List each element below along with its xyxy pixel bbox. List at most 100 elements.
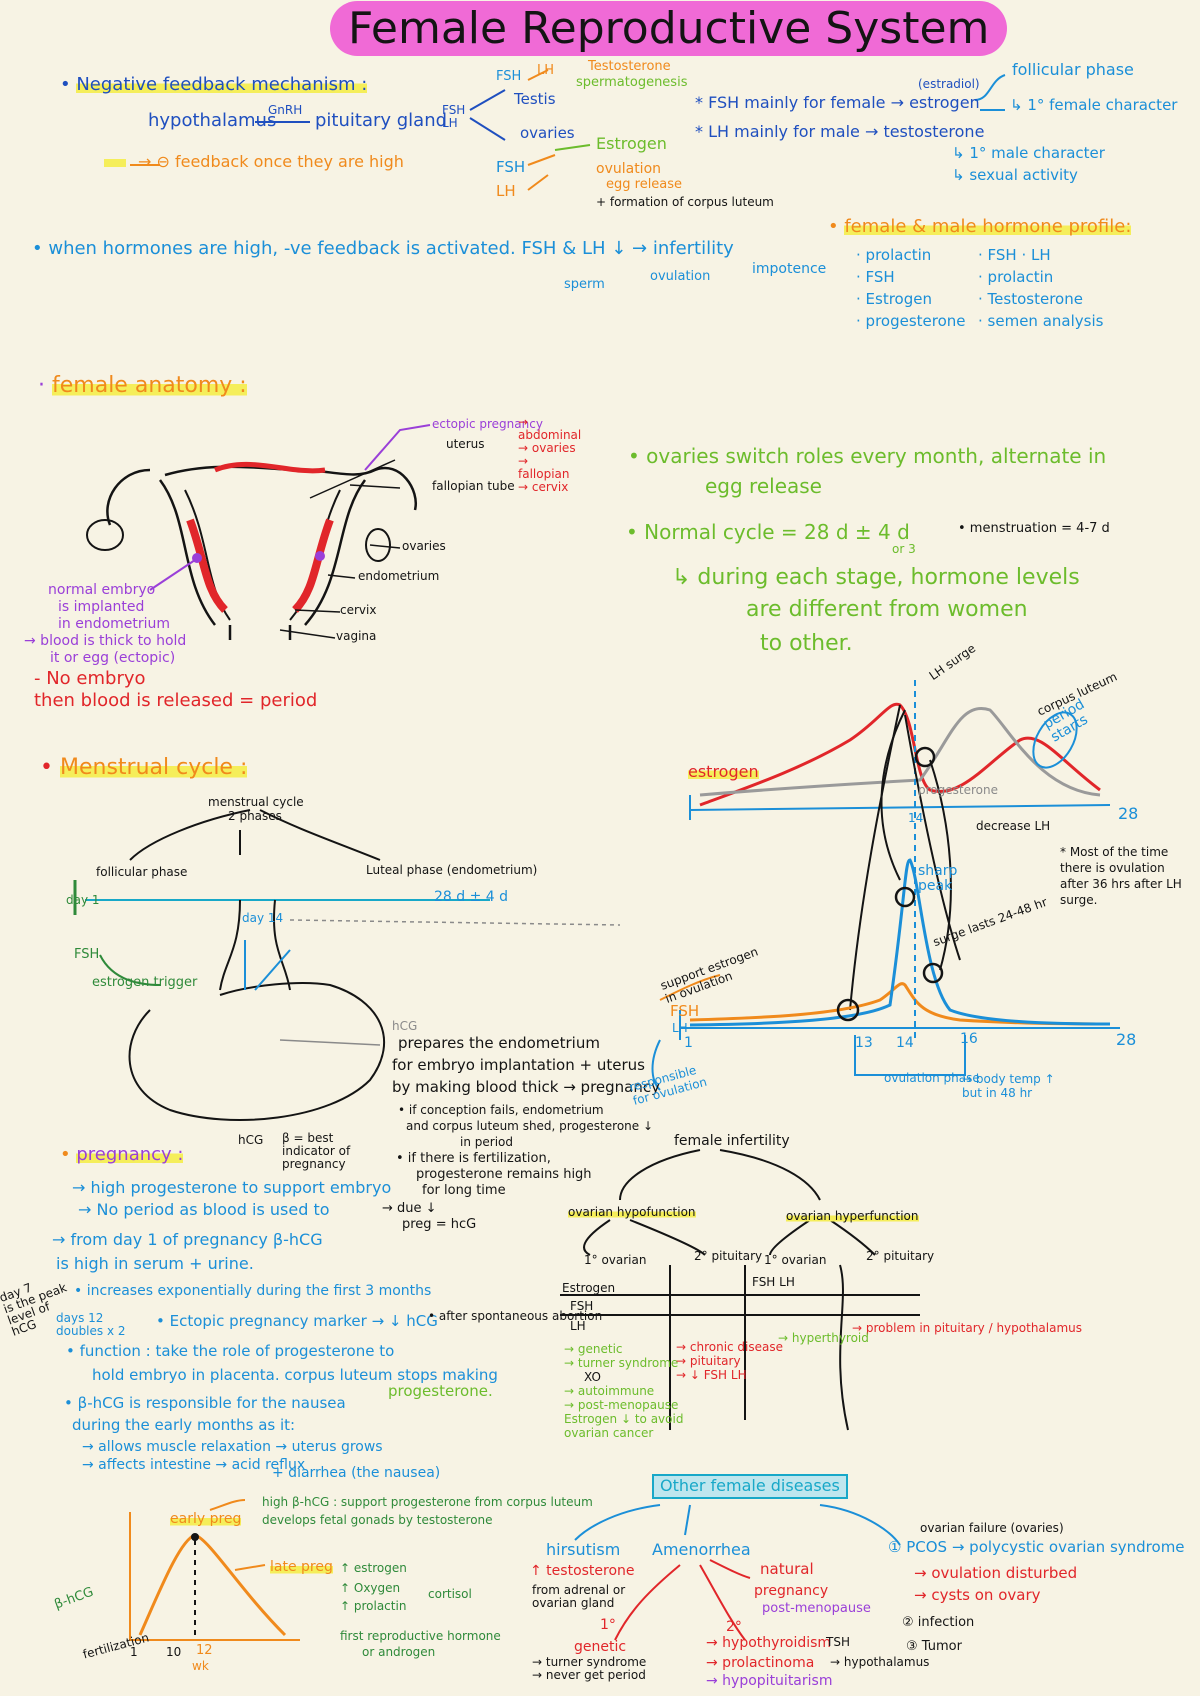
side-note2-line: doubles x 2 <box>56 1324 126 1338</box>
chart-d16: 16 <box>960 1031 978 1047</box>
fsh-female-note: * FSH mainly for female → estrogen <box>695 93 980 112</box>
cycle-fails-line3: in period <box>460 1135 513 1149</box>
genetic-sub-line: → turner syndrome <box>532 1655 647 1669</box>
other-primary: 1° <box>600 1617 616 1633</box>
normal-embryo-line: → blood is thick to hold <box>24 633 187 649</box>
hormone-chart-top <box>689 680 1111 1011</box>
no-embryo-note: - No embryo then blood is released = per… <box>34 668 317 712</box>
cycle-estrogen-trigger: estrogen trigger <box>92 975 198 990</box>
pregnancy-side-note2: days 12 doubles x 2 <box>56 1312 126 1338</box>
hcg-gonads-note: develops fetal gonads by testosterone <box>262 1513 493 1527</box>
pregnancy-no-period: → No period as blood is used to <box>78 1200 330 1219</box>
infertility-right-text: ovarian hyperfunction <box>786 1209 919 1223</box>
profile-male-item-text: semen analysis <box>987 312 1104 330</box>
other-pregnancy: pregnancy <box>754 1583 829 1599</box>
chart-d14: 14 <box>896 1035 914 1051</box>
testis-lh-label: LH <box>537 63 555 78</box>
hormones-high-text: when hormones are high, -ve feedback is … <box>48 238 734 259</box>
pregnancy-progesterone: progesterone. <box>388 1382 493 1400</box>
genetic-sub-line: → never get period <box>532 1668 646 1682</box>
arrow-to-testis <box>469 89 506 111</box>
ectopic-sub-label: → abdominal → ovaries → fallopian → cerv… <box>518 415 582 494</box>
cycle-follicular-label: follicular phase <box>96 865 188 879</box>
infertility-col: 2° pituitary <box>866 1249 935 1263</box>
col1-note: → genetic <box>564 1342 623 1356</box>
hcg-prolactin-note: ↑ prolactin <box>340 1599 407 1613</box>
profile-female-item-text: progesterone <box>865 312 966 330</box>
infertility-left: ovarian hypofunction <box>568 1205 696 1219</box>
cycle-luteal-label: Luteal phase (endometrium) <box>366 863 538 877</box>
col2-note: → pituitary <box>676 1354 741 1368</box>
fsh-lh-label: FSH LH <box>442 103 466 130</box>
profile-female-item-text: FSH <box>865 268 895 286</box>
other-infection: ② infection <box>902 1615 975 1630</box>
hormone-chart-bottom <box>651 746 1120 1091</box>
infertility-col: 1° ovarian <box>764 1253 827 1267</box>
pregnancy-hcg: hCG <box>238 1133 264 1147</box>
infertility-col: 2° pituitary <box>694 1249 763 1263</box>
chart-progesterone-label: progesterone <box>918 783 998 797</box>
female-char-note: ↳ 1° female character <box>1010 96 1178 114</box>
profile-male-item: · FSH · LH <box>978 246 1051 264</box>
hcg-cortisol-note: cortisol <box>428 1587 472 1601</box>
vagina-label: vagina <box>336 629 377 643</box>
other-post-menopause: post-menopause <box>762 1601 871 1616</box>
testo-sub-line: ovarian gland <box>532 1596 615 1610</box>
col1-note: Estrogen ↓ to avoid <box>564 1412 684 1426</box>
hcg-estrogen-note: ↑ estrogen <box>340 1561 407 1575</box>
infertility-col: 1° ovarian <box>584 1253 647 1267</box>
infertility-pituitary-note: → problem in pituitary / hypothalamus <box>852 1321 1083 1335</box>
other-hypopit: → hypopituitarism <box>706 1673 833 1689</box>
infertility-row: FSH <box>570 1299 594 1313</box>
fallopian-label: fallopian tube <box>432 479 515 493</box>
spermatogenesis-label: spermatogenesis <box>576 75 688 90</box>
side-note2-line: days 12 <box>56 1311 104 1325</box>
pregnancy-diarrhea: + diarrhea (the nausea) <box>272 1465 441 1481</box>
chart-estrogen-label: estrogen <box>688 762 759 781</box>
profile-female-item-text: Estrogen <box>865 290 932 308</box>
profile-female-item: · prolactin <box>856 246 932 264</box>
cycle-fsh-label: FSH <box>74 947 100 962</box>
cycle-embryo-line1: for embryo implantation + uterus <box>392 1056 645 1074</box>
profile-female-item: · FSH <box>856 268 895 286</box>
hcg-tick: 12 <box>196 1643 213 1658</box>
cycle-top-label: menstrual cycle <box>208 795 304 809</box>
lh-male-note: * LH mainly for male → testosterone <box>695 122 985 141</box>
cycle-fert-line4: → due ↓ <box>382 1201 437 1216</box>
cycle-prog-note: prepares the endometrium <box>398 1034 600 1052</box>
cycle-diagram <box>73 809 621 1121</box>
endometrium-label: endometrium <box>358 569 440 583</box>
other-genetic: genetic <box>574 1639 627 1655</box>
ovaries-note-line4: ↳ during each stage, hormone levels <box>672 565 1080 590</box>
other-cysts: → cysts on ovary <box>914 1586 1041 1604</box>
ovaries-note-line5: are different from women <box>746 597 1028 622</box>
female-char-text: 1° female character <box>1027 96 1178 114</box>
chart-d1: 1 <box>684 1035 693 1051</box>
hcg-oxygen-note: ↑ Oxygen <box>340 1581 401 1595</box>
pregnancy-day1: → from day 1 of pregnancy β-hCG <box>52 1230 323 1249</box>
corpus-label: + formation of corpus luteum <box>596 195 774 209</box>
sexual-text: sexual activity <box>969 166 1078 184</box>
cycle-fails-line2: and corpus luteum shed, progesterone ↓ <box>406 1119 654 1133</box>
testis-label: Testis <box>514 90 556 108</box>
other-genetic-sub: → turner syndrome → never get period <box>532 1656 646 1682</box>
uterus-drawing <box>86 424 431 640</box>
cycle-day1-label: day 1 <box>66 893 100 907</box>
anatomy-heading: · female anatomy : <box>38 373 247 398</box>
cycle-heading: • Menstrual cycle : <box>40 755 248 780</box>
chart-d13: 13 <box>855 1035 873 1051</box>
col2-note: → ↓ FSH LH <box>676 1368 747 1382</box>
infertility-tree <box>560 1149 920 1431</box>
normal-embryo-line: in endometrium <box>58 616 171 632</box>
pituitary-label: pituitary gland <box>315 110 448 131</box>
follicular-note: follicular phase <box>1012 60 1134 79</box>
profile-heading: • female & male hormone profile: <box>828 216 1132 237</box>
chart-sharp-peak: sharp peak <box>918 863 958 894</box>
page-title-text: Female Reproductive System <box>330 1 1008 56</box>
profile-heading-text: female & male hormone profile: <box>844 216 1132 237</box>
profile-female-item: · progesterone <box>856 312 966 330</box>
ovulation-note: ovulation <box>650 269 711 284</box>
cycle-day14-label: day 14 <box>242 911 284 925</box>
normal-embryo-line: normal embryo <box>48 582 156 598</box>
